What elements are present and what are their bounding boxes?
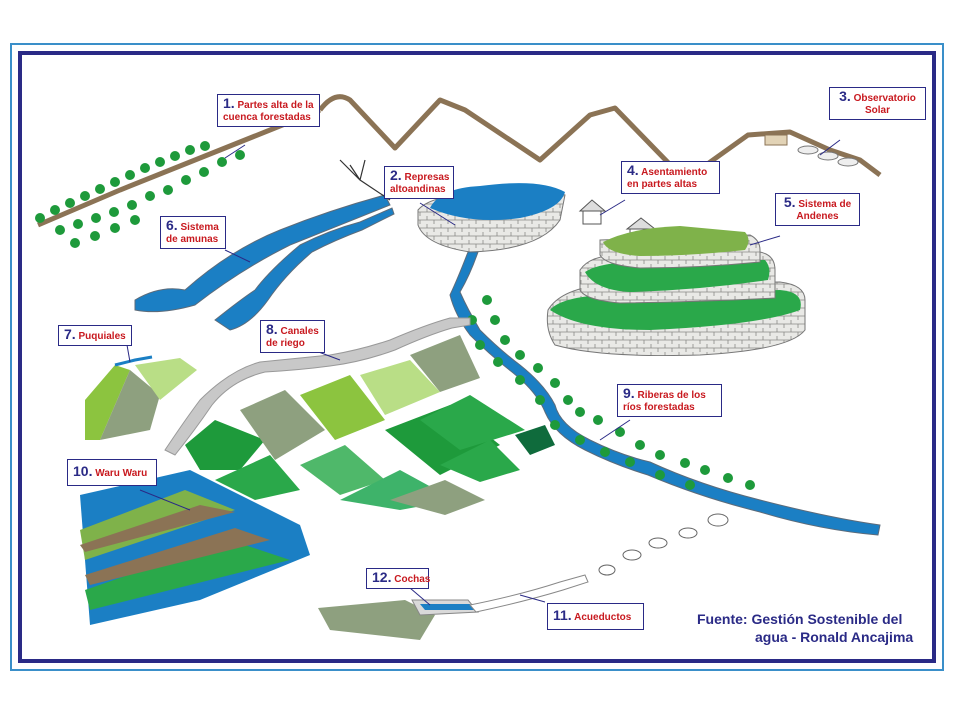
farm-fields [185,335,555,515]
label-number: 7. [64,326,76,342]
label-11-aqueducts: 11. Acueductos [547,603,644,630]
label-text-line2: Andenes [796,211,839,222]
label-1-upper-basin: 1. Partes alta de la cuenca forestadas [217,94,320,127]
puquiales-fields [85,355,197,440]
label-5-terraces: 5. Sistema de Andenes [775,193,860,226]
aqueduct [469,574,589,613]
dam-water [430,183,565,221]
label-number: 8. [266,321,278,337]
label-9-riverbanks: 9. Riberas de los ríos forestadas [617,384,722,417]
label-text-line1: Puquiales [78,331,126,342]
inner-frame [18,51,936,663]
ridge-forest [35,141,245,248]
label-text-line1: Sistema [180,222,219,233]
label-text-line2: de amunas [166,234,219,245]
label-text-line1: Riberas de los [637,390,706,401]
label-number: 10. [73,463,93,479]
label-text-line1: Partes alta de la [237,100,314,111]
outer-frame [10,43,944,671]
irrigation-canal [164,317,471,456]
mountain-ridge [318,94,882,183]
wells [598,513,729,576]
label-2-dams: 2. Represas altoandinas [384,166,454,199]
label-3-observatory: 3. Observatorio Solar [829,87,926,120]
label-number: 5. [783,194,796,210]
label-7-puquiales: 7. Puquiales [58,325,132,346]
label-text-line2: de riego [266,338,305,349]
source-note-line1: Fuente: Gestión Sostenible del [697,611,903,627]
amunas-branches [339,159,391,201]
label-text-line1: Waru Waru [95,468,148,479]
label-8-irrigation-canals: 8. Canales de riego [260,320,325,353]
label-text-line1: Asentamiento [641,167,708,178]
amunas-channel-1 [134,194,391,313]
label-12-cochas: 12. Cochas [366,568,431,589]
label-text-line1: Acueductos [574,612,632,623]
label-text-line1: Observatorio [853,93,916,104]
source-note: Fuente: Gestión Sostenible del agua - Ro… [697,610,913,646]
forest-ridge [37,107,321,228]
label-number: 1. [223,95,235,111]
label-number: 9. [623,385,635,401]
label-text-line1: Represas [404,172,450,183]
label-number: 12. [372,569,392,585]
label-text-line1: Cochas [394,574,431,585]
label-4-settlement: 4. Asentamiento en partes altas [621,161,720,194]
label-number: 2. [390,167,402,183]
label-number: 3. [839,88,851,104]
label-text-line2: Solar [864,105,890,116]
label-text-line2: altoandinas [390,184,446,195]
river [449,251,881,536]
label-text-line1: Sistema de [798,199,852,210]
label-text-line2: cuenca forestadas [223,112,311,123]
label-10-waru-waru: 10. Waru Waru [67,459,157,486]
label-6-amunas: 6. Sistema de amunas [160,216,226,249]
cochas [318,599,480,640]
label-number: 6. [166,217,178,233]
terraces [546,226,806,357]
riverbank-trees [467,295,755,490]
label-text-line1: Canales [280,326,319,337]
amunas-channel-2 [214,207,395,331]
source-note-line2: agua - Ronald Ancajima [755,629,914,645]
label-text-line2: ríos forestadas [623,402,695,413]
label-text-line2: en partes altas [627,179,698,190]
observatory [764,134,859,167]
label-number: 4. [627,162,639,178]
label-number: 11. [553,607,572,623]
waru-waru [80,470,310,625]
